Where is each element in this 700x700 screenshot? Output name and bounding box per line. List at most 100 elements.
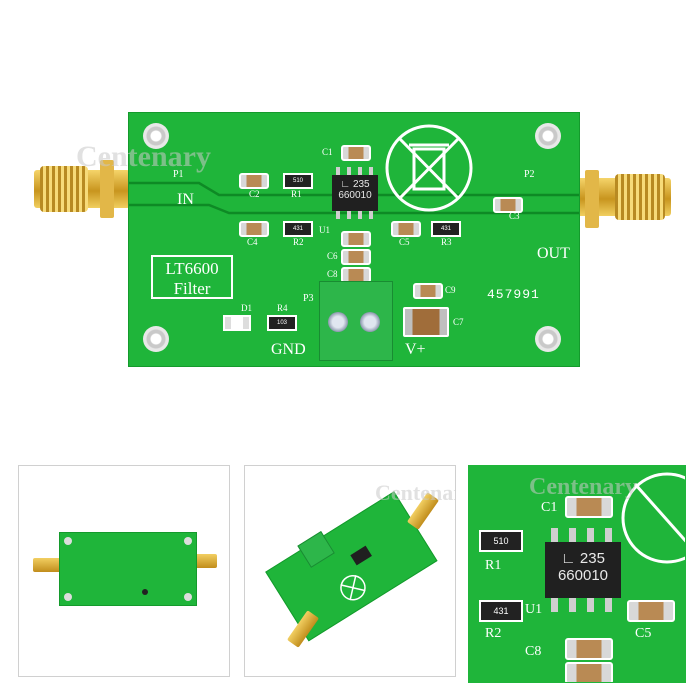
- closeup-chip-line1: ∟ 235: [561, 550, 605, 567]
- sma-threads-out: [615, 174, 665, 220]
- mounting-hole-br: [535, 326, 561, 352]
- chip-marking-line1: ∟ 235: [340, 179, 370, 190]
- pcb-board: P1 IN P2 OUT GND V+ 457991 LT6600 Filter…: [128, 112, 580, 367]
- board-title-line1: LT6600: [165, 259, 219, 278]
- terminal-screw-vplus: [360, 312, 380, 332]
- label-out: OUT: [537, 245, 570, 262]
- capacitor-c5: [391, 221, 421, 237]
- closeup-ic: ∟ 235 660010: [545, 542, 621, 598]
- pcb-traces: [129, 181, 579, 215]
- underside-hole: [184, 537, 192, 545]
- screw-terminal-p3: [319, 281, 393, 361]
- closeup-pcb: C1 510 R1 ∟ 235 660010 431 R2 U1 C5 C8: [469, 466, 685, 682]
- resistor-r4: 103: [267, 315, 297, 331]
- label-gnd: GND: [271, 341, 306, 358]
- closeup-label-u1: U1: [525, 602, 543, 617]
- mounting-hole-bl: [143, 326, 169, 352]
- closeup-ic-pin: [569, 528, 576, 542]
- capacitor-c7: [403, 307, 449, 337]
- label-c6: C6: [327, 251, 338, 261]
- label-r4: R4: [277, 303, 288, 313]
- angled-ic: [350, 545, 372, 566]
- label-c7: C7: [453, 317, 464, 327]
- underside-hole: [64, 593, 72, 601]
- underside-pcb: [59, 532, 197, 606]
- underside-hole: [184, 593, 192, 601]
- capacitor-c1: [341, 145, 371, 161]
- capacitor-c2: [239, 173, 269, 189]
- board-title-box: LT6600 Filter: [151, 255, 233, 299]
- thumbnail-underside: [18, 465, 230, 677]
- underside-solder-pad: [142, 589, 148, 595]
- closeup-ic-pin: [551, 598, 558, 612]
- resistor-r2: 431: [283, 221, 313, 237]
- angled-pcb-group: [265, 491, 438, 642]
- watermark-text-angled: Centenary: [375, 480, 455, 505]
- label-vplus: V+: [405, 341, 426, 358]
- capacitor-c4: [239, 221, 269, 237]
- mounting-hole-tl: [143, 123, 169, 149]
- terminal-screw-gnd: [328, 312, 348, 332]
- resistor-r3: 431: [431, 221, 461, 237]
- main-photo: P1 IN P2 OUT GND V+ 457991 LT6600 Filter…: [34, 112, 671, 367]
- label-d1: D1: [241, 303, 252, 313]
- closeup-capacitor-c1: [565, 496, 613, 518]
- weee-crossed-bin-icon: [385, 124, 473, 212]
- label-c1: C1: [322, 147, 333, 157]
- label-c3: C3: [509, 211, 520, 221]
- thumbnail-closeup: C1 510 R1 ∟ 235 660010 431 R2 U1 C5 C8 C…: [468, 465, 686, 683]
- closeup-chip-line2: 660010: [557, 567, 609, 584]
- label-r3: R3: [441, 237, 452, 247]
- angled-weee-icon: [340, 574, 366, 601]
- capacitor-c3: [493, 197, 523, 213]
- closeup-resistor-r2: 431: [479, 600, 523, 622]
- chip-marking-line2: 660010: [338, 190, 372, 201]
- closeup-label-r1: R1: [485, 558, 502, 573]
- closeup-resistor-r1: 510: [479, 530, 523, 552]
- closeup-label-c1: C1: [541, 500, 558, 515]
- closeup-label-c8: C8: [525, 644, 542, 659]
- label-c4: C4: [247, 237, 258, 247]
- mounting-hole-tr: [535, 123, 561, 149]
- angled-pcb: [265, 491, 438, 642]
- angled-terminal: [297, 531, 335, 568]
- label-r1: R1: [291, 189, 302, 199]
- resistor-r1: 510: [283, 173, 313, 189]
- capacitor-c9: [413, 283, 443, 299]
- ic-lt6600: ∟ 235 660010: [332, 175, 378, 211]
- watermark-text-closeup: Centenary: [529, 474, 637, 500]
- watermark-text: Centenary: [76, 140, 211, 173]
- label-u1: U1: [319, 225, 330, 235]
- closeup-ic-pin: [605, 598, 612, 612]
- ic-pin: [336, 167, 340, 175]
- label-c9: C9: [445, 285, 456, 295]
- label-c8: C8: [327, 269, 338, 279]
- closeup-ic-pin: [587, 598, 594, 612]
- closeup-label-r2: R2: [485, 626, 502, 641]
- label-c2: C2: [249, 189, 260, 199]
- label-p2: P2: [524, 169, 535, 180]
- led-d1: [223, 315, 251, 331]
- ic-pin: [347, 211, 351, 219]
- sma-threads-in: [40, 166, 88, 212]
- ic-pin: [369, 167, 373, 175]
- closeup-linear-logo-icon: ∟: [561, 550, 576, 567]
- label-p3: P3: [303, 293, 314, 304]
- closeup-ic-pin: [551, 528, 558, 542]
- sma-flange-out: [585, 170, 599, 228]
- label-p1: P1: [173, 169, 184, 180]
- label-c5: C5: [399, 237, 410, 247]
- label-serial: 457991: [487, 287, 540, 302]
- label-in: IN: [177, 191, 194, 208]
- ic-pin: [358, 167, 362, 175]
- linear-technology-logo-icon: ∟: [340, 179, 351, 190]
- thumbnail-angled: Centenary: [244, 465, 456, 677]
- closeup-capacitor-c5: [627, 600, 675, 622]
- ic-pin: [336, 211, 340, 219]
- ic-pin: [369, 211, 373, 219]
- capacitor-c6: [341, 231, 371, 247]
- closeup-capacitor-c8: [565, 638, 613, 660]
- closeup-ic-pin: [587, 528, 594, 542]
- sma-flange-in: [100, 160, 114, 218]
- capacitor-c6b: [341, 249, 371, 265]
